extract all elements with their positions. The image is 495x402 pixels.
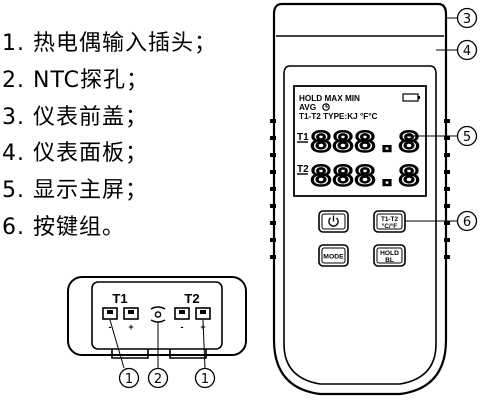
lcd-t1-indicator: T1 — [297, 132, 309, 143]
grip-marks-right — [444, 119, 450, 259]
t1-plus-mark: + — [128, 322, 133, 332]
leader-plug-left — [109, 319, 125, 369]
callout-circle-plug-right — [194, 367, 216, 389]
plug-end-inner — [91, 281, 223, 350]
t1-socket-plus-pin — [128, 310, 134, 314]
legend-item-6: 6. 按键组。 — [2, 214, 125, 240]
callout-circle-6 — [456, 210, 478, 232]
t2-socket-minus-pin — [179, 310, 185, 314]
callout-plug-left: 1 — [125, 372, 133, 387]
lcd-t2-indicator: T2 — [297, 164, 309, 175]
t1t2-unit-button[interactable]: T1-T2 °C/°F — [373, 210, 406, 233]
mode-label: MODE — [323, 254, 344, 261]
lcd-digits-top: 888.8 — [310, 127, 420, 158]
callout-circle-ntc — [147, 367, 169, 389]
legend-item-4: 4. 仪表面板； — [2, 141, 148, 167]
power-icon — [328, 215, 339, 227]
grip-marks-left — [270, 119, 276, 259]
plug-foot-right — [169, 349, 207, 359]
callout-plug-right: 1 — [201, 372, 209, 387]
t2-minus-mark: - — [181, 322, 184, 332]
bl-label: BL — [385, 257, 394, 264]
hold-backlight-button[interactable]: HOLD BL — [373, 244, 406, 267]
unit-label: °C/°F — [382, 222, 398, 230]
callout-circle-4 — [456, 39, 478, 61]
t2-socket-plus-pin — [200, 310, 206, 314]
input-end-view: T1 T2 - + - + 1 2 1 — [67, 276, 247, 389]
t1-minus-mark: - — [109, 322, 112, 332]
battery-icon — [402, 93, 419, 102]
lcd-hold-max-min: HOLD MAX MIN — [299, 94, 360, 103]
legend-item-5: 5. 显示主屏； — [2, 178, 148, 204]
t1t2-label: T1-T2 — [381, 216, 398, 223]
callout-4: 4 — [463, 44, 471, 59]
keypad: T1-T2 °C/°F MODE HOLD BL — [318, 210, 406, 267]
parts-legend: 1. 热电偶输入插头； 2. NTC探孔； 3. 仪表前盖； 4. 仪表面板； … — [2, 26, 252, 247]
plug-foot-left — [111, 349, 149, 359]
lcd-display: HOLD MAX MIN AVG T1-T2 TYPE:KJ °F°C T1 8… — [293, 85, 427, 197]
meter-front-view: HOLD MAX MIN AVG T1-T2 TYPE:KJ °F°C T1 8… — [270, 2, 478, 396]
lcd-frame — [293, 85, 427, 197]
plug-label-t1: T1 — [112, 291, 127, 306]
callout-5: 5 — [463, 130, 471, 145]
callout-6: 6 — [463, 215, 471, 230]
mode-button[interactable]: MODE — [318, 244, 349, 267]
leader-plug-right — [202, 319, 206, 369]
lcd-digits-bottom: 888.8 — [310, 161, 420, 192]
lcd-avg: AVG — [299, 103, 316, 112]
lcd-type-row: T1-T2 TYPE:KJ °F°C — [299, 112, 378, 121]
t1-socket-minus-pin — [107, 310, 113, 314]
callout-ntc: 2 — [154, 372, 162, 387]
legend-item-2: 2. NTC探孔； — [2, 67, 149, 93]
battery-icon-tip — [418, 96, 420, 99]
hold-label: HOLD — [380, 250, 399, 257]
legend-item-1: 1. 热电偶输入插头； — [2, 31, 217, 56]
callout-circle-3 — [456, 7, 478, 29]
legend-item-3: 3. 仪表前盖； — [2, 104, 148, 130]
callout-3: 3 — [463, 12, 471, 27]
auto-off-icon — [322, 103, 330, 111]
power-button[interactable] — [318, 210, 349, 233]
callout-circle-5 — [456, 125, 478, 147]
plug-label-t2: T2 — [184, 291, 199, 306]
callout-circle-plug-left — [118, 367, 140, 389]
